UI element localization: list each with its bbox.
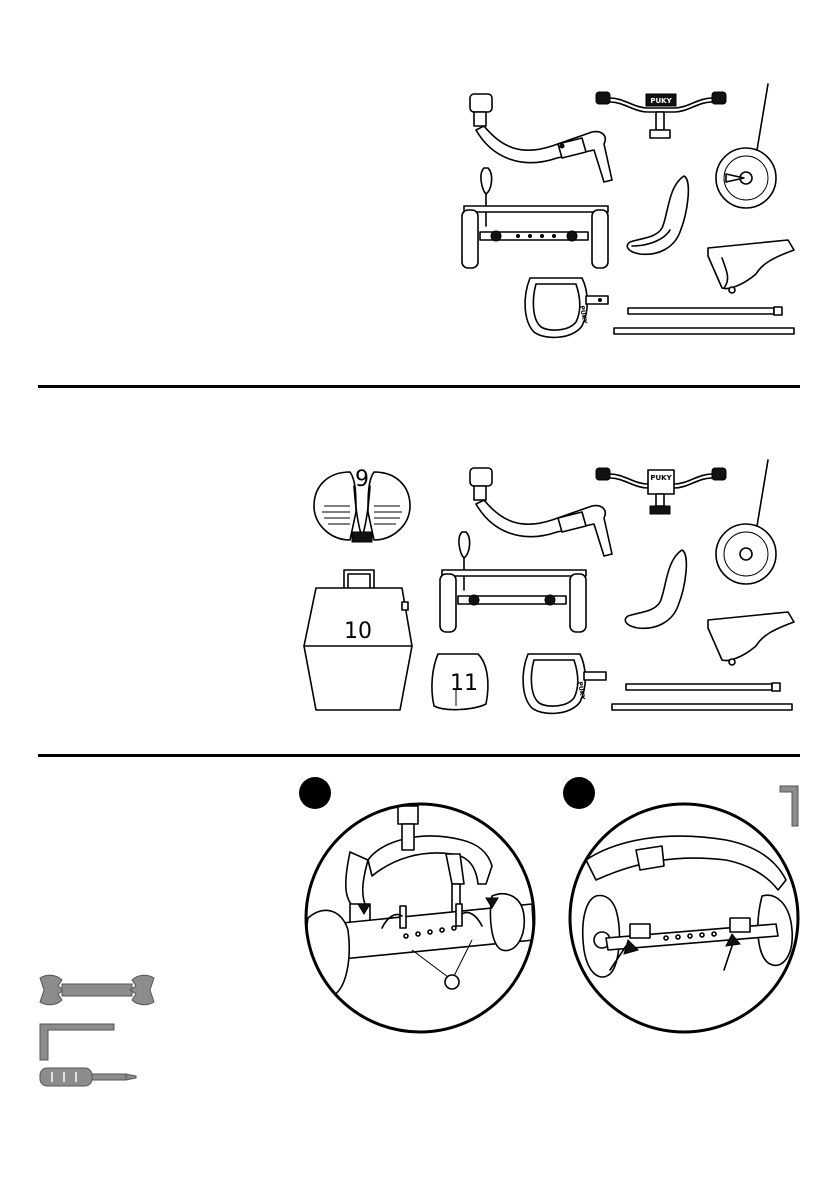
rear-fender-part — [702, 234, 798, 298]
label-11: 11 — [450, 671, 478, 696]
rear-axle-part-2 — [436, 524, 596, 636]
seat-part — [622, 172, 694, 260]
screwdriver-icon — [38, 1066, 138, 1088]
label-9: 9 — [355, 467, 369, 492]
seat-shell-part-2: PUKY — [518, 646, 612, 718]
step-1-detail-circle — [302, 800, 538, 1036]
seat-part-2 — [620, 546, 692, 634]
section-divider-1 — [38, 385, 800, 388]
label-10: 10 — [344, 619, 372, 644]
front-wheel-part — [706, 82, 792, 212]
handlebar-logo-2: PUKY — [650, 474, 672, 482]
part-10-bag: 10 — [302, 564, 414, 714]
handlebar-logo: PUKY — [650, 97, 672, 105]
hex-key-small-icon — [778, 784, 802, 828]
rear-axle-part — [458, 160, 618, 272]
tubes-part-2 — [610, 676, 796, 718]
tubes-part — [612, 300, 798, 342]
section-divider-2 — [38, 754, 800, 757]
seat-shell-part: PUKY — [520, 270, 614, 342]
hex-key-icon — [38, 1020, 118, 1062]
part-11-cover: 11 — [428, 650, 494, 716]
rear-fender-part-2 — [702, 606, 798, 670]
step-2-detail-circle — [566, 800, 802, 1036]
part-9-footrest: 9 — [310, 466, 414, 554]
front-wheel-part-2 — [706, 458, 792, 588]
open-end-wrench-icon — [38, 972, 156, 1008]
